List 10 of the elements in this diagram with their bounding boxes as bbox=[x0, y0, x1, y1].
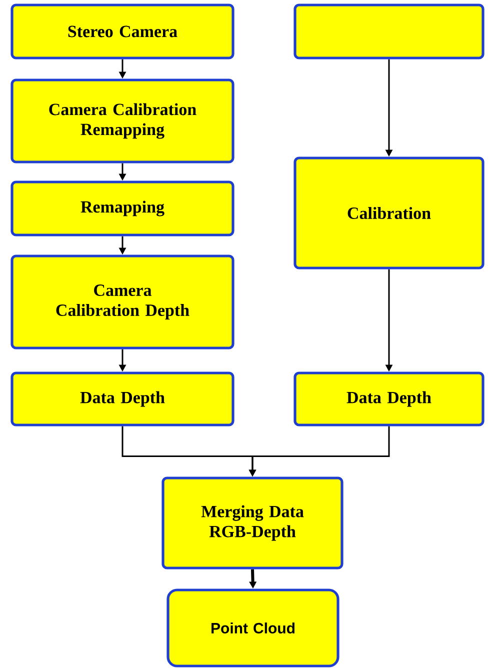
process-box: Stereo Camera bbox=[10, 4, 234, 60]
process-box: Data Depth bbox=[294, 372, 484, 426]
process-box: Remapping bbox=[10, 180, 234, 236]
process-box: Merging Data RGB-Depth bbox=[162, 476, 344, 570]
process-box: Data Depth bbox=[10, 372, 234, 426]
process-box: Camera Calibration Depth bbox=[10, 254, 234, 350]
process-box: Camera Calibration Remapping bbox=[10, 78, 234, 164]
process-box: Point Cloud bbox=[166, 588, 340, 668]
empty-box bbox=[294, 4, 484, 60]
process-box: Calibration bbox=[294, 156, 484, 270]
